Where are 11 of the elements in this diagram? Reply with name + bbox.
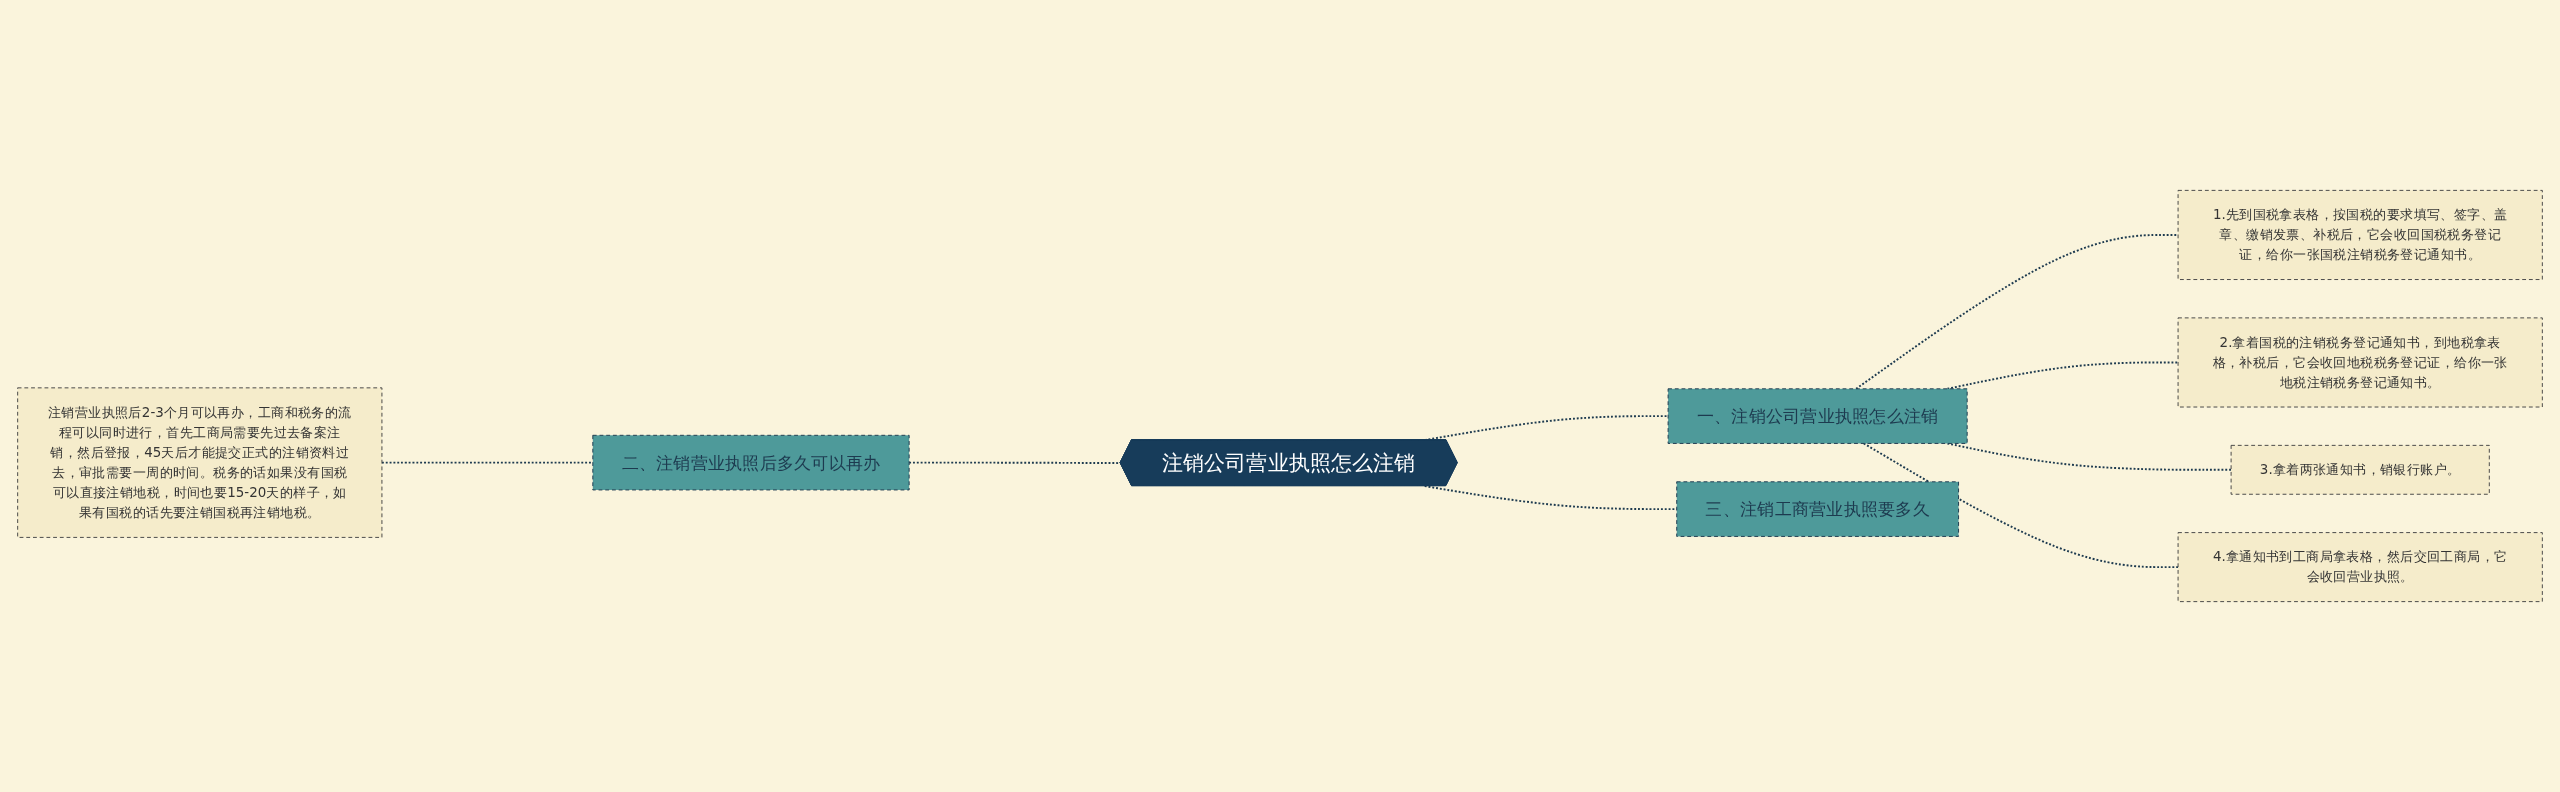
connector: [380, 461, 594, 464]
node-box: 4.拿通知书到工商局拿表格，然后交回工商局，它会收回营业执照。: [2177, 532, 2543, 603]
node-box: 二、注销营业执照后多久可以再办: [592, 434, 910, 491]
connector: [1862, 442, 2180, 569]
node-box: 1.先到国税拿表格，按国税的要求填写、签字、盖章、缴销发票、补税后，它会收回国税税务登记证，给你一张国税注销税务登记通知书。: [2177, 189, 2543, 280]
node-box: 注销营业执照后2-3个月可以再办，工商和税务的流程可以同时进行，首先工商局需要先过去备案注销，然后登报，45天后才能提交正式的注销资料过去，审批需要一周的时间。税务的话如果没有国税可以直接注销地税，时间也要15-20天的样子，如果有国税的话先要注销国税再注销地税。: [17, 387, 383, 538]
connector: [1855, 234, 2180, 390]
node-box: 一、注销公司营业执照怎么注销: [1667, 388, 1968, 444]
node-box: 3.拿着两张通知书，销银行账户。: [2230, 444, 2490, 495]
node-box: 三、注销工商营业执照要多久: [1676, 481, 1960, 537]
node-box: 2.拿着国税的注销税务登记通知书，到地税拿表格，补税后，它会收回地税税务登记证，给你一张地税注销税务登记通知书。: [2177, 317, 2543, 408]
